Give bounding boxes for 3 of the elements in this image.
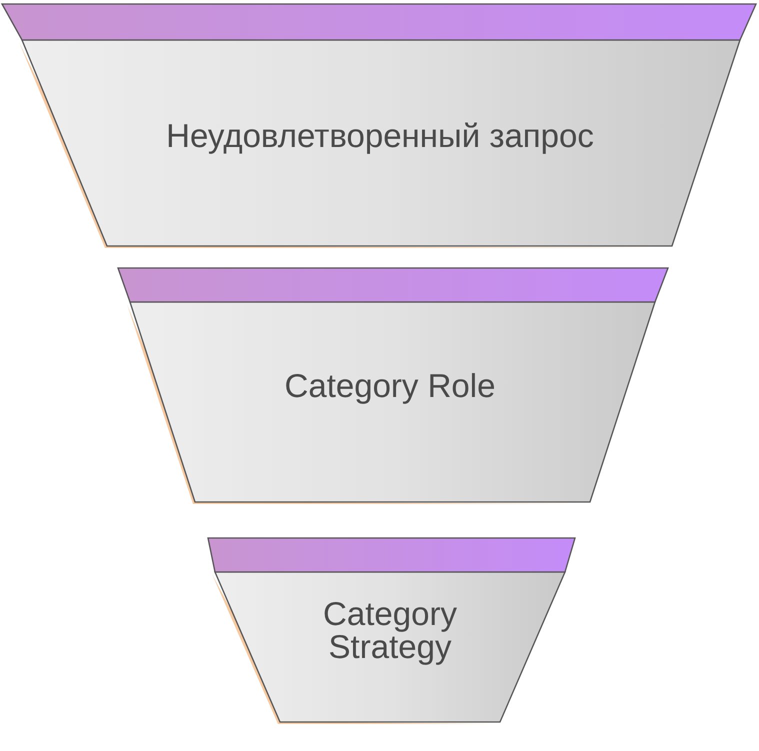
- segment-label: Неудовлетворенный запрос: [166, 118, 594, 152]
- segment-label: Category Strategy: [322, 597, 458, 663]
- segment-label: Category Role: [284, 368, 496, 402]
